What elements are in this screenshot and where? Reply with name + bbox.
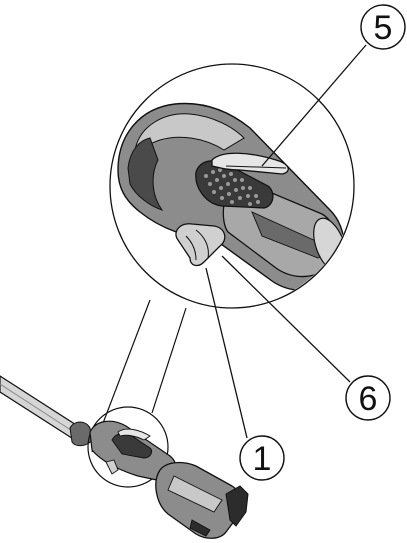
callout-5: 5 [360, 4, 406, 50]
callout-5-label: 5 [374, 9, 393, 47]
lock-button [175, 223, 226, 267]
detail-indicator-circle [87, 406, 169, 488]
leader-lines [205, 44, 367, 439]
callout-6: 6 [345, 375, 391, 421]
tool-overview [0, 375, 249, 539]
leader-1 [205, 267, 248, 439]
leader-6 [221, 255, 351, 383]
trigger-pad [195, 160, 274, 209]
callout-1: 1 [239, 435, 285, 481]
leader-5 [261, 44, 367, 167]
callout-1-label: 1 [253, 440, 272, 478]
detail-view [109, 63, 355, 309]
callout-6-label: 6 [359, 380, 378, 418]
